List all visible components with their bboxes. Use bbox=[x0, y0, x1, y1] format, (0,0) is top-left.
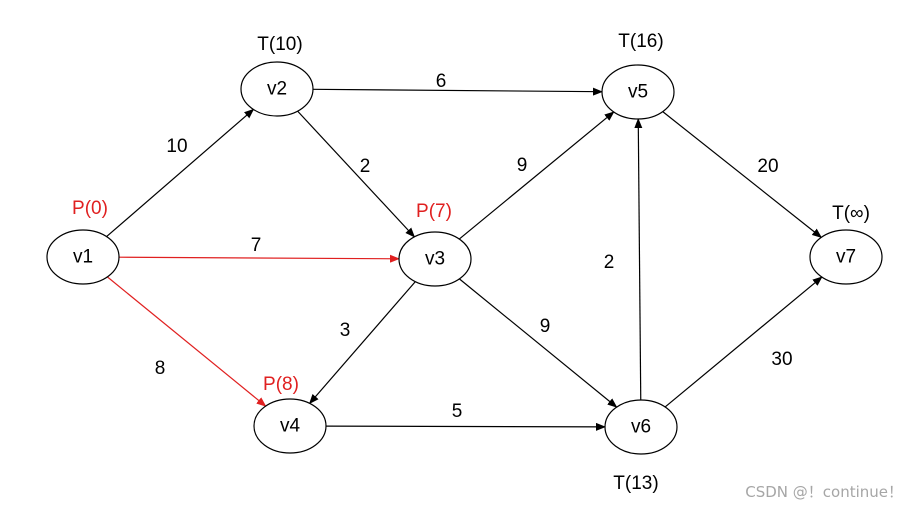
edge-weight-v2-v5: 6 bbox=[436, 71, 447, 92]
node-ellipse-v1 bbox=[46, 229, 120, 285]
node-v2: v2 bbox=[240, 61, 314, 117]
node-state-v2: T(10) bbox=[257, 34, 302, 55]
node-v5: v5 bbox=[601, 64, 675, 120]
node-v7: v7 bbox=[809, 229, 883, 285]
edge-v2-v5 bbox=[312, 87, 604, 96]
node-v6: v6 bbox=[604, 399, 678, 455]
edge-weight-v3-v5: 9 bbox=[517, 155, 528, 176]
edge-weight-v1-v3: 7 bbox=[251, 235, 262, 256]
node-label-v4: v4 bbox=[280, 416, 301, 437]
nodes-layer: v1 v2 v3 v4 v5 v6 v7 bbox=[46, 61, 883, 455]
edges-layer bbox=[106, 87, 823, 431]
node-label-v1: v1 bbox=[73, 247, 93, 268]
edge-v6-v5 bbox=[634, 117, 643, 401]
edge-v3-v6 bbox=[458, 278, 618, 408]
edge-weight-v5-v7: 20 bbox=[757, 156, 778, 177]
watermark: CSDN @！continue！ bbox=[745, 483, 903, 501]
edge-v3-v4 bbox=[308, 281, 416, 405]
node-ellipse-v7 bbox=[809, 229, 883, 285]
edge-weight-v2-v3: 2 bbox=[360, 156, 371, 177]
edge-weight-v6-v5: 2 bbox=[604, 252, 615, 273]
node-label-v6: v6 bbox=[631, 417, 651, 438]
node-v3: v3 bbox=[398, 231, 472, 287]
node-ellipse-v5 bbox=[601, 64, 675, 120]
edge-weight-v3-v6: 9 bbox=[540, 316, 551, 337]
edge-weight-v4-v6: 5 bbox=[452, 401, 463, 422]
node-label-v2: v2 bbox=[267, 79, 287, 100]
edge-v1-v2 bbox=[106, 108, 255, 238]
edge-v4-v6 bbox=[325, 422, 607, 431]
node-v1: v1 bbox=[46, 229, 120, 285]
edge-v5-v7 bbox=[662, 111, 823, 239]
node-ellipse-v2 bbox=[240, 61, 314, 117]
node-state-v5: T(16) bbox=[618, 31, 663, 52]
edge-v1-v3 bbox=[118, 254, 401, 263]
node-state-v4: P(8) bbox=[263, 374, 299, 395]
node-state-v7: T(∞) bbox=[832, 203, 870, 224]
node-ellipse-v3 bbox=[398, 231, 472, 287]
node-v4: v4 bbox=[253, 398, 327, 454]
node-label-v7: v7 bbox=[836, 247, 856, 268]
node-label-v3: v3 bbox=[425, 249, 445, 270]
edge-v3-v5 bbox=[458, 111, 615, 240]
node-ellipse-v6 bbox=[604, 399, 678, 455]
edge-weight-v6-v7: 30 bbox=[771, 349, 792, 370]
edge-weight-v1-v4: 8 bbox=[155, 358, 166, 379]
node-ellipse-v4 bbox=[253, 398, 327, 454]
node-state-v1: P(0) bbox=[72, 198, 108, 219]
node-state-v3: P(7) bbox=[416, 201, 452, 222]
edge-v6-v7 bbox=[664, 276, 823, 408]
labels-layer: 10 7 8 6 2 9 3 9 5 2 20 30 P(0) T(10) P(7) P(8) T(16) T(1… bbox=[72, 31, 870, 494]
edge-weight-v3-v4: 3 bbox=[340, 320, 351, 341]
edge-v2-v3 bbox=[297, 110, 416, 238]
edge-weight-v1-v2: 10 bbox=[166, 136, 187, 157]
node-state-v6: T(13) bbox=[613, 473, 658, 494]
node-label-v5: v5 bbox=[628, 82, 648, 103]
edge-v1-v4 bbox=[106, 276, 267, 407]
